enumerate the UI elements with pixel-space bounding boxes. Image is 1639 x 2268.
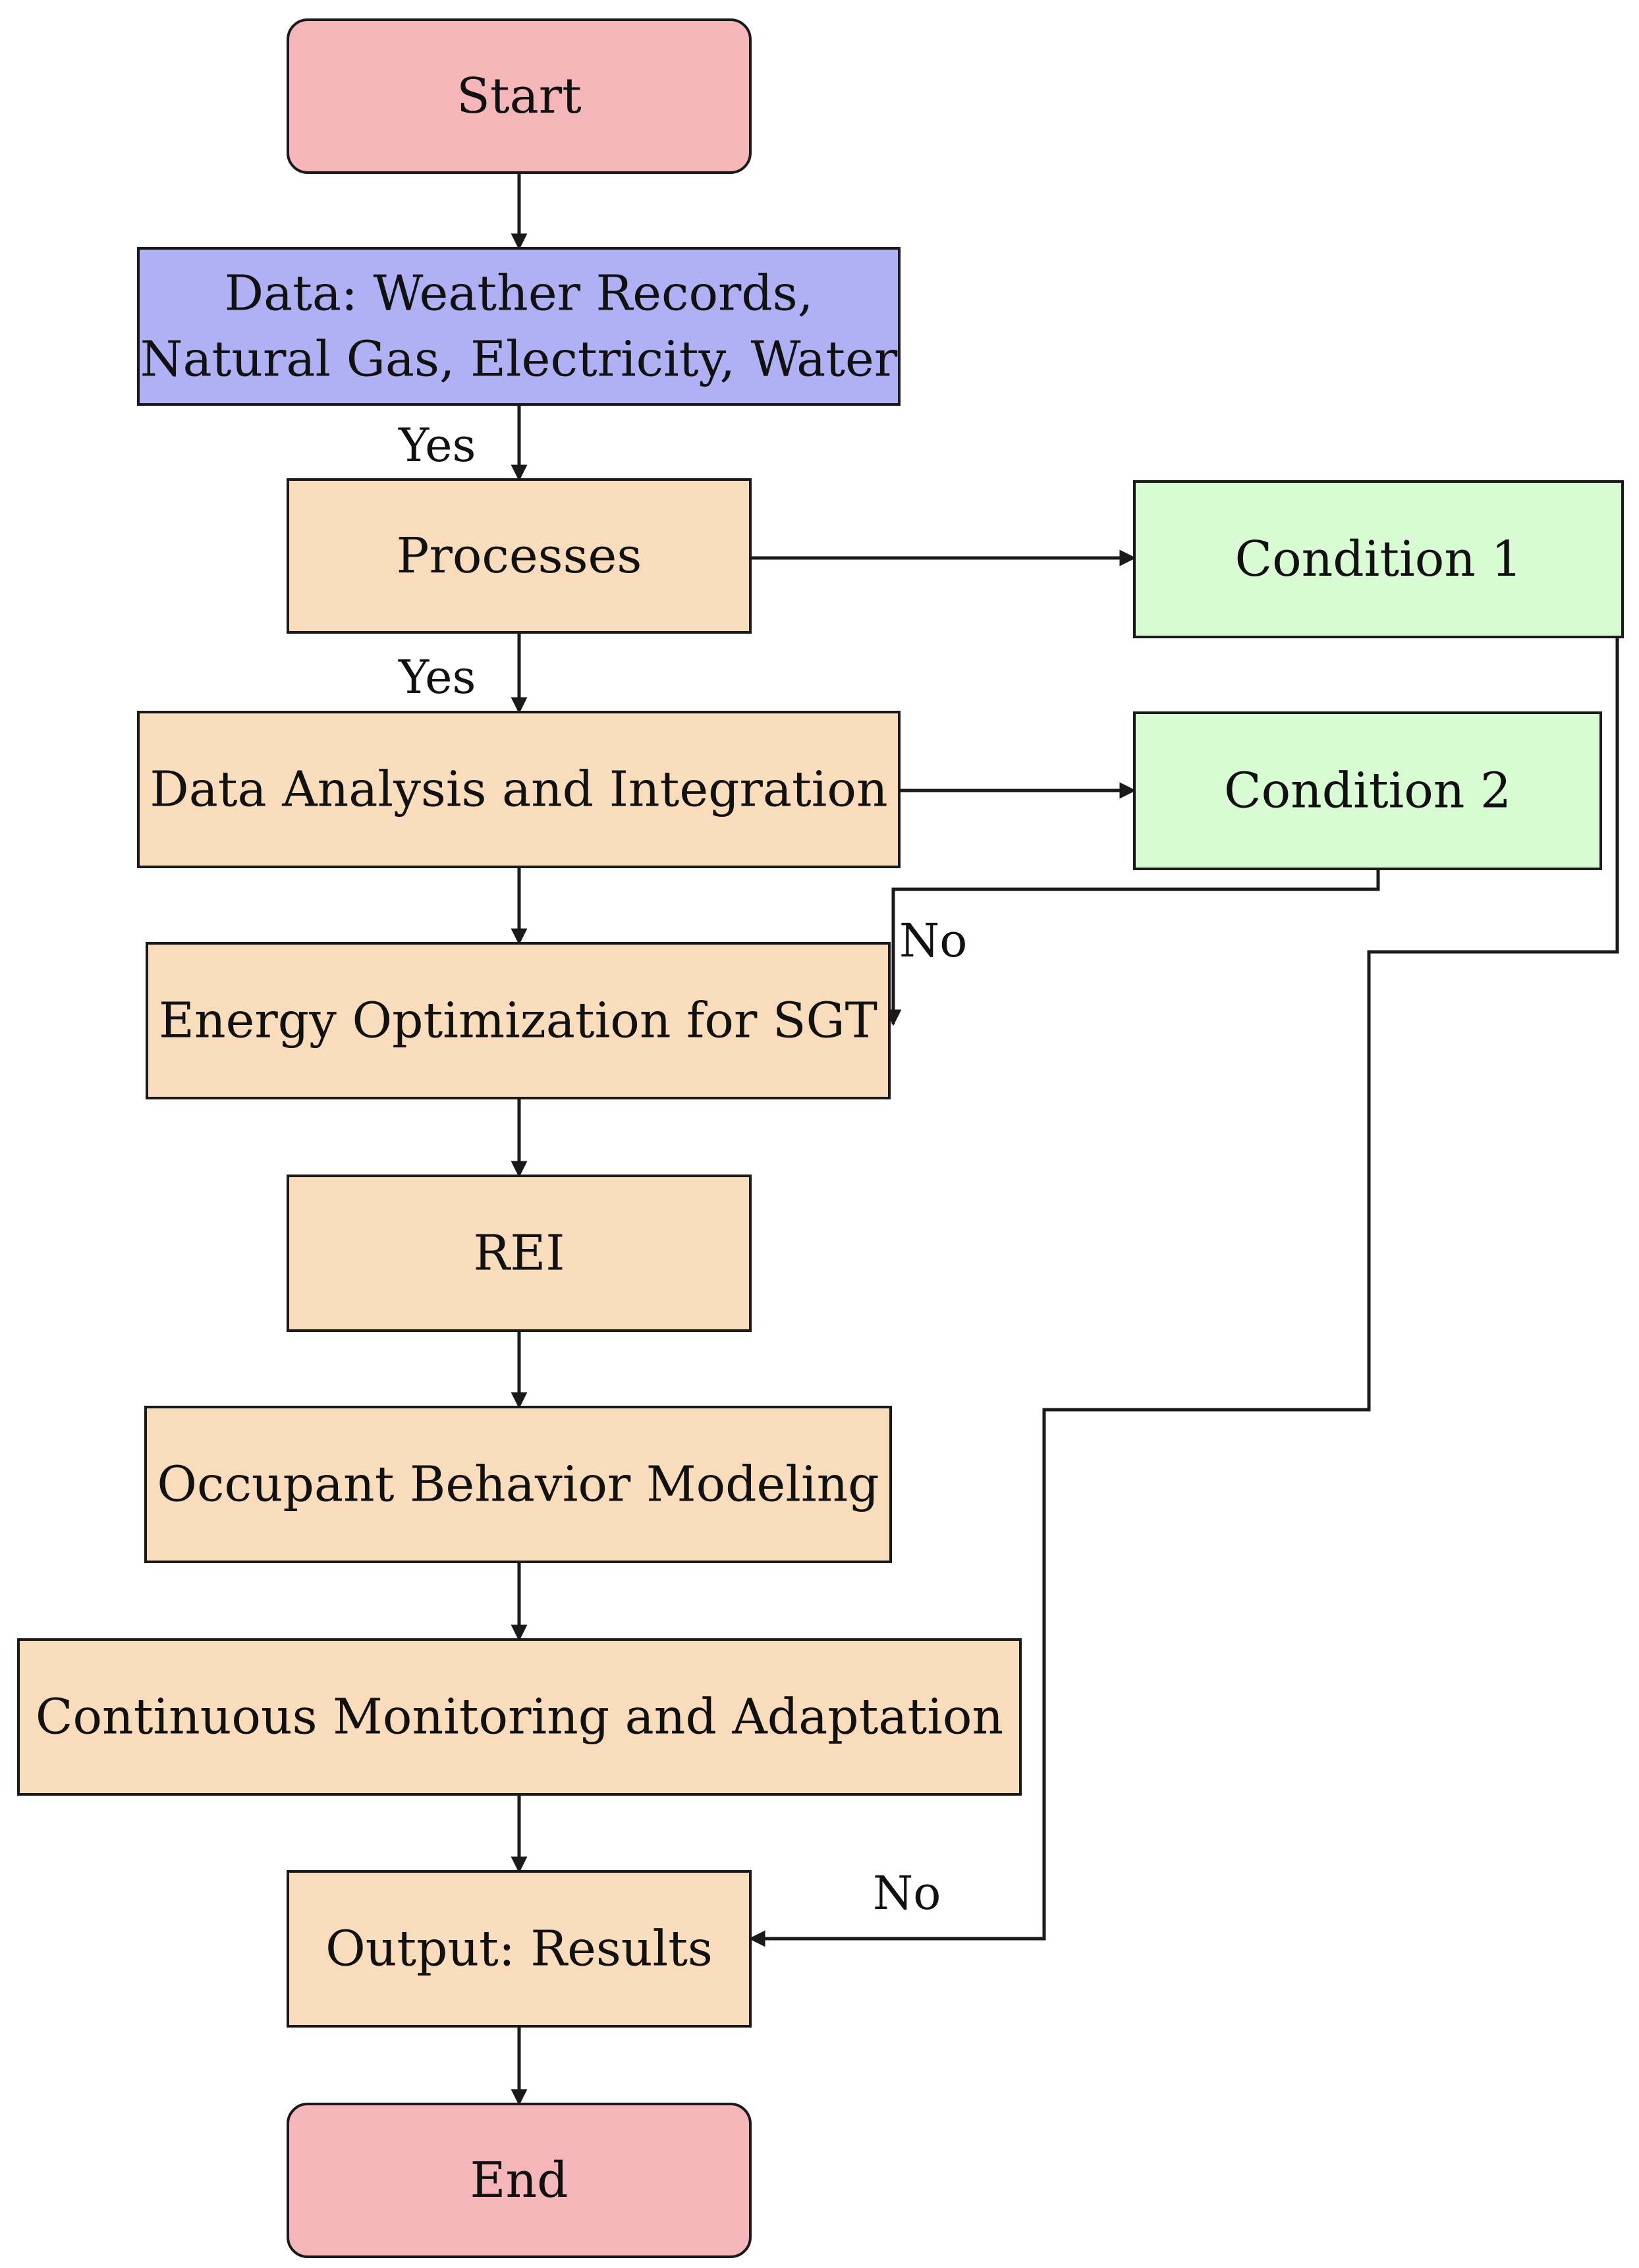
node-monitoring-label: Continuous Monitoring and Adaptation <box>36 1689 1003 1746</box>
edge-label-yes: Yes <box>398 418 476 472</box>
node-end-box <box>287 2103 752 2258</box>
node-occupant: Occupant Behavior Modeling <box>144 1406 892 1563</box>
node-energy-box <box>146 942 891 1099</box>
node-output-label: Output: Results <box>325 1921 713 1978</box>
node-rei-label: REI <box>474 1225 565 1282</box>
node-analysis-label: Data Analysis and Integration <box>150 761 887 818</box>
node-cond1-label: Condition 1 <box>1235 531 1522 588</box>
node-output: Output: Results <box>287 1870 752 2028</box>
node-analysis: Data Analysis and Integration <box>137 711 901 868</box>
node-cond2-box <box>1133 711 1602 870</box>
node-start: Start <box>287 18 752 174</box>
node-cond1: Condition 1 <box>1133 480 1624 638</box>
node-energy-label: Energy Optimization for SGT <box>159 993 877 1049</box>
node-output-box <box>287 1870 752 2028</box>
node-rei-box <box>287 1175 752 1332</box>
node-start-label: Start <box>457 68 582 124</box>
arrow-cond2-to-energy <box>885 869 1380 1026</box>
node-monitoring: Continuous Monitoring and Adaptation <box>17 1638 1022 1796</box>
edges <box>511 173 1619 2106</box>
node-data: Data: Weather Records, Natural Gas, Elect… <box>137 247 901 406</box>
node-processes-box <box>287 478 752 634</box>
node-occupant-box <box>144 1406 892 1563</box>
node-processes-label: Processes <box>397 528 642 584</box>
edge-label-yes: Yes <box>398 650 476 704</box>
node-data-box <box>137 247 901 406</box>
node-end: End <box>287 2103 752 2258</box>
node-start-box <box>287 18 752 174</box>
node-monitoring-box <box>17 1638 1022 1796</box>
node-rei: REI <box>287 1175 752 1332</box>
node-energy: Energy Optimization for SGT <box>146 942 891 1099</box>
arrow-cond1-to-output <box>748 637 1619 1947</box>
node-data-label: Natural Gas, Electricity, Water <box>140 331 898 388</box>
node-cond2: Condition 2 <box>1133 711 1602 870</box>
node-analysis-box <box>137 711 901 868</box>
node-cond2-label: Condition 2 <box>1224 763 1511 819</box>
node-cond1-box <box>1133 480 1624 638</box>
edge-label-no: No <box>899 914 967 968</box>
node-processes: Processes <box>287 478 752 634</box>
edge-label-no: No <box>873 1866 941 1920</box>
node-occupant-label: Occupant Behavior Modeling <box>157 1456 879 1513</box>
node-end-label: End <box>470 2152 568 2209</box>
node-data-label: Data: Weather Records, <box>225 265 814 322</box>
